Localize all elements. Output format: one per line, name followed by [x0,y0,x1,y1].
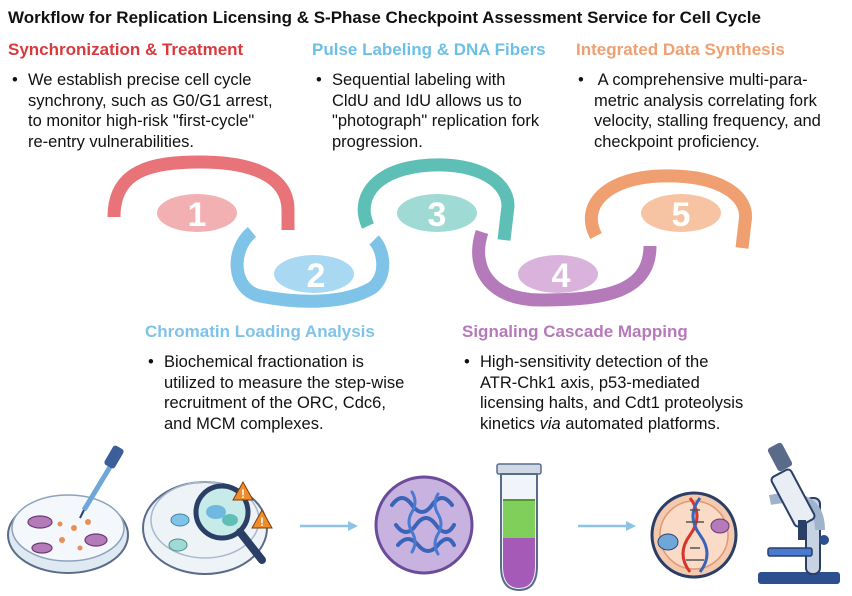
step-2-line-3: recruitment of the ORC, Cdc6, [164,394,386,412]
test-tube-icon [496,463,542,592]
step-4-line-2: ATR-Chk1 axis, p53-mediated [480,373,700,392]
step-1-line-4: re-entry vulnerabilities. [28,132,194,151]
step-3-line-3: "photograph" replication fork [332,112,540,130]
step-3-line-2: CldU and IdU allows us to [332,91,522,110]
step-3-line-4: progression. [332,132,423,151]
step-4-line-4-em: via [539,414,561,433]
dna-cell-icon [650,491,738,579]
step-2-line-4: and MCM complexes. [164,414,324,433]
chromatin-cell-icon [374,475,474,575]
step-1-line-3: to monitor high-risk "first-cycle" [28,112,255,130]
bullet-dot: • [148,353,154,371]
step-2-line-1: Biochemical fractionation is [164,353,364,371]
magnifier-warning-icon: ! ! [142,480,273,575]
step-4-description: • High-sensitivity detection of the ATR-… [464,352,744,435]
microscope-icon [758,442,840,584]
step-2-heading: Chromatin Loading Analysis [145,322,375,341]
step-3-description: • Sequential labeling with CldU and IdU … [316,70,540,152]
arrow-right-icon [300,521,358,531]
bullet-dot: • [12,71,18,89]
step-3-heading: Pulse Labeling & DNA Fibers [312,40,546,59]
step-4-line-4-pre: kinetics [480,414,540,433]
petri-dish-dropper-icon [7,445,129,574]
step-2-badge [274,255,354,293]
step-2-description: • Biochemical fractionation is utilized … [148,352,405,434]
step-4-line-4-post: automated platforms. [560,414,721,433]
step-1-heading: Synchronization & Treatment [8,40,244,59]
step-4-line-4: kinetics via automated platforms. [480,414,743,435]
step-4-number: 4 [552,257,571,295]
step-4-line-1: High-sensitivity detection of the [480,353,709,371]
bullet-dot: • [464,353,470,371]
step-4-badge [518,255,598,293]
step-5-number: 5 [672,196,691,234]
wave-arc-2 [230,226,390,308]
wave-arc-3 [357,158,515,241]
step-5-badge [641,194,721,232]
step-5-line-2: metric analysis correlating fork [594,91,817,110]
page-title: Workflow for Replication Licensing & S-P… [8,8,761,27]
step-1-description: • We establish precise cell cycle synchr… [12,70,273,152]
step-5-line-3: velocity, stalling frequency, and [594,112,821,130]
step-5-line-1: A comprehensive multi-para- [594,71,808,89]
step-5-heading: Integrated Data Synthesis [576,40,785,59]
step-1-line-2: synchrony, such as G0/G1 arrest, [28,91,273,110]
step-3-number: 3 [428,196,447,234]
step-2-line-2: utilized to measure the step-wise [164,373,405,392]
bullet-dot: • [316,71,322,89]
arrow-right-icon [578,521,636,531]
step-3-badge [397,194,477,232]
step-4-line-3: licensing halts, and Cdt1 proteolysis [480,394,744,412]
step-5-description: • A comprehensive multi-para- metric ana… [578,70,821,152]
step-4-heading: Signaling Cascade Mapping [462,322,688,341]
step-5-line-4: checkpoint proficiency. [594,132,760,151]
step-3-line-1: Sequential labeling with [332,71,506,89]
step-1-badge [157,194,237,232]
svg-text:!: ! [260,515,264,529]
bullet-dot: • [578,71,584,89]
svg-text:!: ! [241,487,245,501]
step-1-number: 1 [188,196,207,234]
step-2-number: 2 [307,257,326,295]
wave-arc-4 [472,229,657,307]
wave-arc-1 [107,155,295,230]
wave-arc-5 [584,169,753,249]
step-1-line-1: We establish precise cell cycle [28,71,252,89]
